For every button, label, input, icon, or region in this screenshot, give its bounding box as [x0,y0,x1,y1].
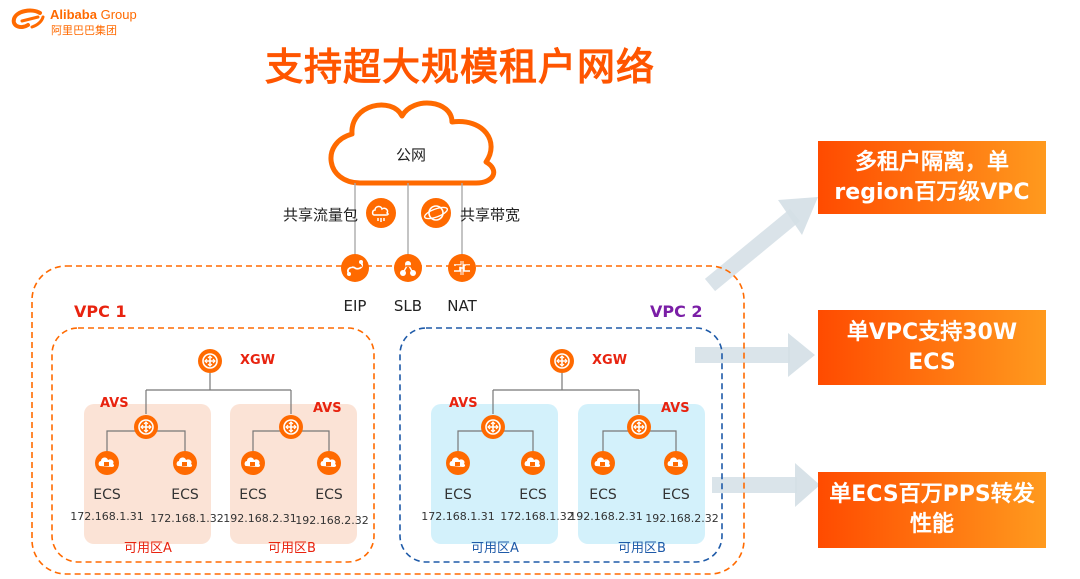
vpc2-ecs-1-icon [446,451,470,475]
shared-traffic-icon [366,198,396,228]
vpc1-ecs-4-icon [317,451,341,475]
callout-vpc-scale-line1: 单VPC支持30W [846,319,1018,345]
vpc2-ecs-1-ip: 172.168.1.31 [421,510,495,523]
vpc1-zone-b [230,404,357,544]
vpc1-ecs-3-label: ECS [239,487,267,503]
callout-multi-tenant-line1: 多租户隔离，单 [854,149,1009,175]
callout-multi-tenant: 多租户隔离，单 region百万级VPC [818,141,1046,214]
vpc1-ecs-2-label: ECS [171,487,199,503]
alibaba-logo-icon [11,8,45,29]
shared-bandwidth-icon [421,198,451,228]
vpc1-avs-a-icon [133,414,159,440]
callout-multi-tenant-line2: region百万级VPC [834,179,1030,205]
vpc1-ecs-4-label: ECS [315,487,343,503]
vpc1-avs-b-icon [278,414,304,440]
vpc2-ecs-4-label: ECS [662,487,690,503]
vpc2-ecs-3-ip: 192.168.2.31 [569,510,643,523]
vpc1-zone-b-label: 可用区B [268,541,316,556]
vpc1-ecs-1-ip: 172.168.1.31 [70,510,144,523]
vpc1-ecs-2-ip: 172.168.1.32 [150,512,224,525]
cloud-label: 公网 [395,146,426,164]
vpc2-zone-a [431,404,558,544]
vpc2-avs-b-label: AVS [661,401,690,416]
shared-traffic-label: 共享流量包 [282,206,358,224]
vpc2-avs-a-label: AVS [449,396,478,411]
vpc2-ecs-4-icon [664,451,688,475]
vpc2-zone-b-label: 可用区B [618,541,666,556]
vpc2-label: VPC 2 [650,302,703,321]
vpc2-zone-b [578,404,705,544]
vpc1-zone-a [84,404,211,544]
vpc1-ecs-1-icon [95,451,119,475]
callout-vpc-scale-line2: ECS [908,349,956,375]
vpc1-ecs-4-ip: 192.168.2.32 [295,514,369,527]
slb-icon [394,254,422,282]
page-title: 支持超大规模租户网络 [264,45,655,89]
vpc1-xgw-label: XGW [240,353,276,368]
vpc2-ecs-1-label: ECS [444,487,472,503]
cloud-connectors [354,183,463,257]
arrow-to-callout-2 [695,333,815,377]
callout-ecs-pps-line1: 单ECS百万PPS转发 [829,482,1035,507]
vpc1-ecs-3-ip: 192.168.2.31 [223,512,297,525]
vpc1-ecs-2-icon [173,451,197,475]
vpc1-avs-a-label: AVS [100,396,129,411]
vpc2-xgw-label: XGW [592,353,628,368]
vpc1-border [51,327,375,563]
vpc2-border [399,327,723,563]
callout-ecs-pps: 单ECS百万PPS转发 性能 [818,472,1046,548]
vpc2-ecs-4-ip: 192.168.2.32 [645,512,719,525]
vpc2-ecs-2-label: ECS [519,487,547,503]
vpc2-xgw-icon [549,348,575,374]
vpc1-zone-a-label: 可用区A [124,541,172,556]
vpc2-ecs-3-label: ECS [589,487,617,503]
vpc1-ecs-3-icon [241,451,265,475]
vpc1-label: VPC 1 [74,302,127,321]
vpc2-ecs-2-icon [521,451,545,475]
vpc1-ecs-1-label: ECS [93,487,121,503]
alibaba-logo: Alibaba Group 阿里巴巴集团 [10,6,160,37]
logo-en-text: Alibaba Group [50,7,137,22]
eip-label: EIP [343,297,367,315]
nat-icon [448,254,476,282]
vpc1-xgw-icon [197,348,223,374]
vpc2-avs-b-icon [626,414,652,440]
callout-vpc-scale: 单VPC支持30W ECS [818,310,1046,385]
vpc2-zone-a-label: 可用区A [471,541,519,556]
region-border [31,265,745,575]
arrow-to-callout-3 [712,463,820,507]
arrow-to-callout-1 [704,197,818,292]
vpc2-avs-a-icon [480,414,506,440]
eip-icon [341,254,369,282]
vpc1-avs-b-label: AVS [313,401,342,416]
callout-ecs-pps-line2: 性能 [909,512,954,537]
public-internet-cloud [328,100,497,186]
shared-bandwidth-label: 共享带宽 [460,206,521,224]
vpc2-ecs-2-ip: 172.168.1.32 [500,510,574,523]
logo-cn-text: 阿里巴巴集团 [51,24,117,37]
nat-label: NAT [447,297,477,315]
vpc2-ecs-3-icon [591,451,615,475]
slb-label: SLB [393,297,423,315]
